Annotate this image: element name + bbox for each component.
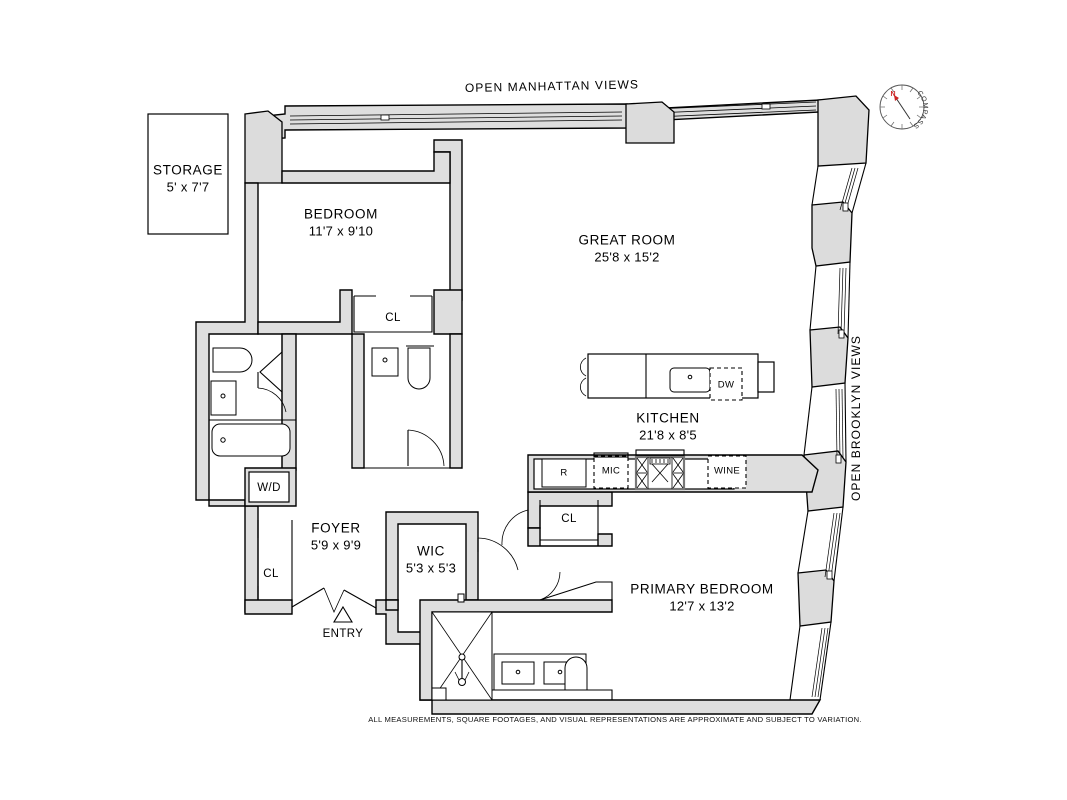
bedroom: BEDROOM 11'7 x 9'10 bbox=[257, 139, 463, 335]
entry-label: ENTRY bbox=[323, 628, 364, 640]
washer-dryer: W/D bbox=[244, 467, 297, 507]
disclaimer-text: ALL MEASUREMENTS, SQUARE FOOTAGES, AND V… bbox=[368, 715, 862, 724]
closet-foyer: CL bbox=[257, 520, 293, 605]
kitchen-dimensions: 21'8 x 8'5 bbox=[639, 427, 697, 442]
storage-dimensions: 5' x 7'7 bbox=[167, 179, 210, 194]
closet-kitchen: CL bbox=[539, 500, 599, 541]
closet-kitchen-label: CL bbox=[561, 513, 577, 525]
refrigerator-label: R bbox=[560, 468, 567, 479]
great-room-label: GREAT ROOM bbox=[578, 233, 675, 248]
refrigerator: R bbox=[541, 458, 587, 488]
manhattan-views-label: OPEN MANHATTAN VIEWS bbox=[465, 77, 639, 95]
wic-dimensions: 5'3 x 5'3 bbox=[406, 560, 456, 575]
storage-label: STORAGE bbox=[153, 163, 223, 178]
wine-fridge-label: WINE bbox=[714, 466, 740, 477]
closet-bedroom: CL bbox=[353, 295, 433, 333]
washer-dryer-label: W/D bbox=[257, 482, 281, 494]
closet-bedroom-label: CL bbox=[385, 312, 401, 324]
kitchen-island: DW bbox=[580, 353, 775, 401]
primary-bathroom bbox=[419, 571, 613, 701]
brooklyn-views-label: OPEN BROOKLYN VIEWS bbox=[849, 335, 863, 501]
great-room-dimensions: 25'8 x 15'2 bbox=[594, 249, 659, 264]
foyer-dimensions: 5'9 x 9'9 bbox=[311, 537, 361, 552]
kitchen-label: KITCHEN bbox=[636, 411, 699, 426]
range bbox=[634, 449, 686, 491]
foyer-label: FOYER bbox=[311, 521, 361, 536]
wine-fridge: WINE bbox=[707, 455, 747, 489]
microwave-label: MIC bbox=[602, 466, 620, 477]
compass-rose: N COMPASS bbox=[879, 84, 928, 130]
kitchen: KITCHEN 21'8 x 8'5 DW R bbox=[501, 353, 819, 547]
compass-north-label: N bbox=[890, 91, 895, 98]
wic-label: WIC bbox=[417, 544, 445, 559]
primary-bedroom: PRIMARY BEDROOM 12'7 x 13'2 bbox=[527, 491, 774, 613]
walk-in-closet: WIC 5'3 x 5'3 bbox=[385, 511, 519, 611]
primary-bedroom-label: PRIMARY BEDROOM bbox=[630, 582, 774, 597]
dishwasher-label: DW bbox=[718, 380, 734, 391]
primary-bedroom-dimensions: 12'7 x 13'2 bbox=[669, 598, 734, 613]
bathroom-second bbox=[351, 333, 463, 469]
storage-room: STORAGE 5' x 7'7 bbox=[147, 113, 229, 235]
exterior-walls bbox=[195, 95, 870, 715]
foyer: FOYER 5'9 x 9'9 CL ENTRY bbox=[244, 520, 433, 701]
microwave: MIC bbox=[593, 452, 629, 489]
bedroom-dimensions: 11'7 x 9'10 bbox=[309, 223, 373, 238]
closet-foyer-label: CL bbox=[263, 568, 279, 580]
bathroom-guest bbox=[209, 333, 297, 471]
bedroom-label: BEDROOM bbox=[304, 207, 378, 222]
great-room: GREAT ROOM 25'8 x 15'2 bbox=[578, 233, 675, 265]
